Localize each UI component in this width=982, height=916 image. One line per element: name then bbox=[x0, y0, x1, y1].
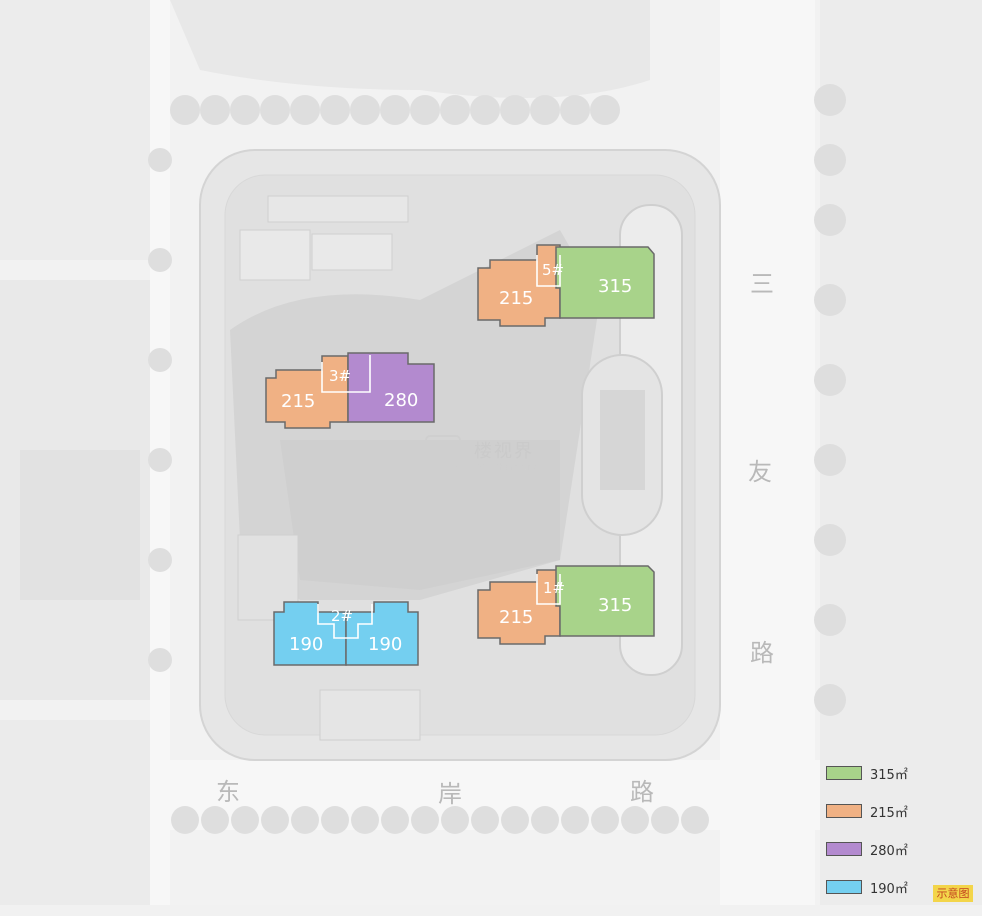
building-5-label: 5# bbox=[542, 261, 564, 279]
road-south-char-1: 东 bbox=[216, 778, 240, 806]
legend-swatch-190 bbox=[826, 880, 862, 894]
building-1-unit-215-label: 215 bbox=[499, 607, 533, 628]
building-1-unit-315[interactable] bbox=[555, 565, 655, 637]
legend-swatch-315 bbox=[826, 766, 862, 780]
legend-item-215: 215㎡ bbox=[826, 802, 936, 840]
legend-item-315: 315㎡ bbox=[826, 764, 936, 802]
building-3[interactable]: 3# 215 280 bbox=[265, 352, 435, 429]
building-1-label: 1# bbox=[543, 579, 565, 597]
legend-item-280: 280㎡ bbox=[826, 840, 936, 878]
building-2-unit-190-right-label: 190 bbox=[368, 634, 402, 655]
road-south-char-2: 岸 bbox=[438, 780, 462, 808]
building-2-unit-190-right[interactable] bbox=[345, 601, 419, 666]
building-2[interactable]: 2# 190 190 bbox=[273, 601, 419, 666]
legend-swatch-215 bbox=[826, 804, 862, 818]
legend-swatch-280 bbox=[826, 842, 862, 856]
building-3-unit-280[interactable] bbox=[347, 352, 435, 423]
road-east-char-3: 路 bbox=[750, 639, 774, 667]
building-2-label: 2# bbox=[331, 607, 353, 625]
road-east-char-1: 三 bbox=[750, 270, 774, 298]
building-5[interactable]: 5# 215 315 bbox=[477, 244, 655, 327]
legend: 315㎡ 215㎡ 280㎡ 190㎡ bbox=[826, 764, 936, 916]
schematic-badge: 示意图 bbox=[933, 885, 973, 902]
road-south-char-3: 路 bbox=[630, 778, 654, 806]
legend-label-190: 190㎡ bbox=[870, 882, 908, 897]
watermark-subtitle: 0577home.net bbox=[476, 463, 543, 473]
legend-item-190: 190㎡ bbox=[826, 878, 936, 916]
road-east-char-2: 友 bbox=[748, 458, 772, 486]
building-3-unit-215-label: 215 bbox=[281, 391, 315, 412]
building-5-unit-315-label: 315 bbox=[598, 276, 632, 297]
building-5-unit-315[interactable] bbox=[555, 246, 655, 319]
building-1-unit-315-label: 315 bbox=[598, 595, 632, 616]
watermark-title: 楼视界 bbox=[474, 441, 534, 462]
building-3-label: 3# bbox=[329, 367, 351, 385]
legend-label-280: 280㎡ bbox=[870, 844, 908, 859]
building-2-unit-190-left-label: 190 bbox=[289, 634, 323, 655]
watermark: 楼视界 0577home.net bbox=[425, 435, 543, 473]
building-1[interactable]: 1# 215 315 bbox=[477, 565, 655, 645]
building-5-unit-215-label: 215 bbox=[499, 288, 533, 309]
legend-label-315: 315㎡ bbox=[870, 768, 908, 783]
building-3-unit-280-label: 280 bbox=[384, 390, 418, 411]
legend-label-215: 215㎡ bbox=[870, 806, 908, 821]
